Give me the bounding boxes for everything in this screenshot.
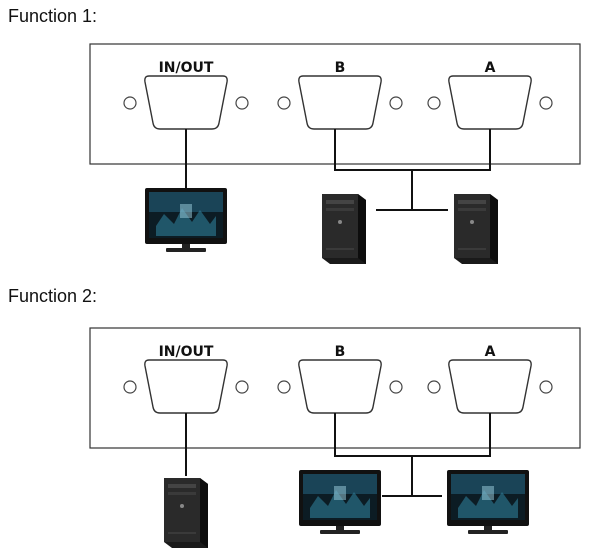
computer-tower-icon [454,194,498,264]
port-label-a: A [485,60,496,76]
port-label-b: B [335,344,346,360]
cable-lines [185,129,491,211]
monitor-icon [299,470,381,534]
cable-lines [185,413,491,497]
computer-tower-icon [322,194,366,264]
computer-tower-icon [164,478,208,548]
port-label-in-out: IN/OUT [159,60,214,76]
port-label-b: B [335,60,346,76]
monitor-icon [145,188,227,252]
function-2-title: Function 2: [8,286,98,306]
port-label-a: A [485,344,496,360]
function-2-diagram: IN/OUT B A [89,327,581,548]
monitor-icon [447,470,529,534]
function-1-diagram: IN/OUT B A [89,43,581,264]
port-label-in-out: IN/OUT [159,344,214,360]
function-1-title: Function 1: [8,6,98,26]
